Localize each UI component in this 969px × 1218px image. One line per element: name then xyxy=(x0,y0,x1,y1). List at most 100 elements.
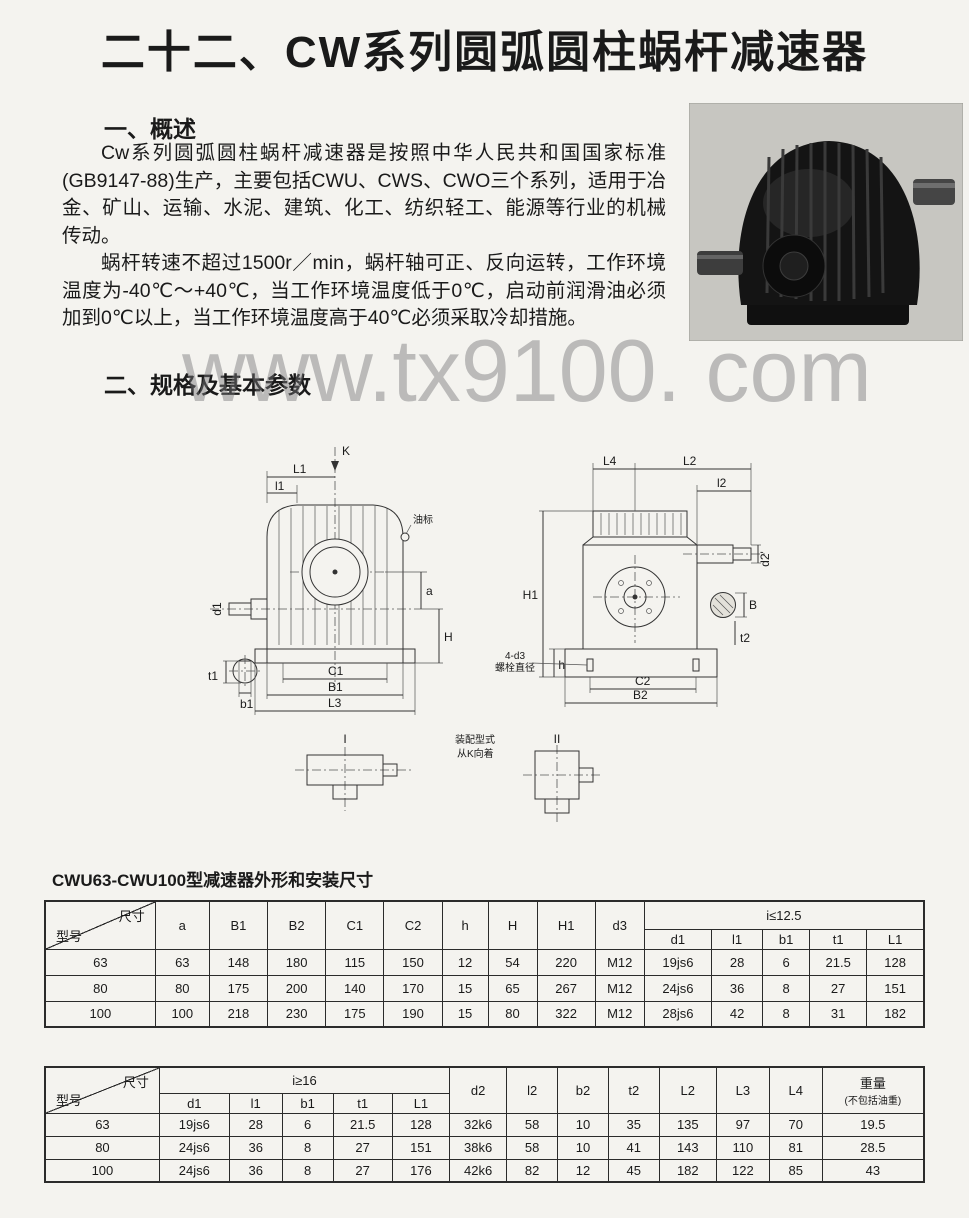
model-cell: 63 xyxy=(44,948,156,976)
weight-label: 重量 xyxy=(859,1076,886,1092)
model-cell: 80 xyxy=(44,974,156,1002)
sub-header-L1: L1 xyxy=(391,1092,451,1114)
view-label-1: I xyxy=(343,732,346,746)
corner-header: 尺寸 型号 xyxy=(44,900,156,950)
col-header-b2: b2 xyxy=(557,1066,609,1114)
dim-label-t1: t1 xyxy=(208,669,218,683)
value-cell: 190 xyxy=(383,1000,443,1028)
value-cell: 151 xyxy=(391,1135,451,1160)
specs-heading: 二、规格及基本参数 xyxy=(104,372,311,398)
sub-header-b1: b1 xyxy=(762,928,811,950)
overview-paragraph-2: 蜗杆转速不超过1500r／min，蜗杆轴可正、反向运转，工作环境温度为-40℃～… xyxy=(62,252,666,329)
value-cell: M12 xyxy=(594,974,645,1002)
value-cell: 115 xyxy=(325,948,385,976)
sub-header-t1: t1 xyxy=(332,1092,393,1114)
col-header-l2: l2 xyxy=(506,1066,559,1114)
dim-label-l2: l2 xyxy=(717,476,727,490)
value-cell: 31 xyxy=(809,1000,868,1028)
dim-label-t2: t2 xyxy=(740,631,750,645)
value-cell: 21.5 xyxy=(332,1112,393,1137)
overview-heading: 一、概述 xyxy=(104,116,196,142)
value-cell: 148 xyxy=(208,948,269,976)
dim-label-L1: L1 xyxy=(293,462,307,476)
dim-label-L3: L3 xyxy=(328,696,342,710)
side-view: d2' l2 L4 L2 H1 h xyxy=(495,454,772,707)
value-cell: 200 xyxy=(267,974,327,1002)
value-cell: 41 xyxy=(607,1135,660,1160)
value-cell: 24js6 xyxy=(158,1158,230,1183)
front-view: K L1 l1 xyxy=(208,444,453,715)
table-caption: CWU63-CWU100型减速器外形和安装尺寸 xyxy=(52,871,374,890)
value-cell: 100 xyxy=(154,1000,210,1028)
value-cell: 12 xyxy=(441,948,489,976)
model-cell: 100 xyxy=(44,1158,160,1183)
value-cell: 54 xyxy=(487,948,538,976)
col-header-d2: d2 xyxy=(449,1066,508,1114)
value-cell: 322 xyxy=(536,1000,596,1028)
value-cell: 35 xyxy=(607,1112,660,1137)
bolt-callout-line2: 螺栓直径 xyxy=(495,661,535,674)
sub-header-l1: l1 xyxy=(711,928,764,950)
technical-drawing: K L1 l1 xyxy=(45,437,925,859)
oil-gauge-label: 油标 xyxy=(413,513,433,526)
value-cell: 128 xyxy=(866,948,925,976)
value-cell: 128 xyxy=(391,1112,451,1137)
value-cell: 175 xyxy=(325,1000,385,1028)
value-cell: 267 xyxy=(536,974,596,1002)
sub-header-d1: d1 xyxy=(158,1092,230,1114)
sub-header-b1: b1 xyxy=(281,1092,334,1114)
product-photo-image xyxy=(688,102,964,342)
value-cell: 65 xyxy=(487,974,538,1002)
value-cell: 8 xyxy=(762,974,811,1002)
assembly-note-line2: 从K向着 xyxy=(457,747,494,760)
corner-label-model: 型号 xyxy=(56,928,83,944)
value-cell: 150 xyxy=(383,948,443,976)
value-cell: 43 xyxy=(821,1158,925,1183)
value-cell: 19js6 xyxy=(643,948,713,976)
dim-label-b1: b1 xyxy=(240,697,254,711)
value-cell: 28js6 xyxy=(643,1000,713,1028)
corner-label-model: 型号 xyxy=(56,1092,83,1108)
dimensions-table-2: 尺寸 型号 i≥16 d2 l2 b2 t2 L2 L3 L4 重量 (不包括油… xyxy=(44,1066,925,1183)
value-cell: 230 xyxy=(267,1000,327,1028)
value-cell: 82 xyxy=(506,1158,559,1183)
corner-header: 尺寸 型号 xyxy=(44,1066,160,1114)
header-row-1: 尺寸 型号 i≥16 d2 l2 b2 t2 L2 L3 L4 重量 (不包括油… xyxy=(44,1066,925,1114)
value-cell: 27 xyxy=(809,974,868,1002)
dim-label-B: B xyxy=(749,598,757,612)
value-cell: M12 xyxy=(594,948,645,976)
value-cell: 122 xyxy=(715,1158,770,1183)
dim-label-B1: B1 xyxy=(328,680,343,694)
col-header-C2: C2 xyxy=(383,900,443,950)
dim-label-C1: C1 xyxy=(328,664,344,678)
col-header-a: a xyxy=(154,900,210,950)
model-cell: 100 xyxy=(44,1000,156,1028)
bolt-callout-line1: 4-d3 xyxy=(505,651,525,662)
value-cell: 45 xyxy=(607,1158,660,1183)
col-group-ratio-high: i≥16 xyxy=(158,1066,451,1094)
view-label-2: II xyxy=(554,732,561,746)
overview-text: Cw系列圆弧圆柱蜗杆减速器是按照中华人民共和国国家标准(GB9147-88)生产… xyxy=(62,140,666,333)
sub-header-t1: t1 xyxy=(809,928,868,950)
value-cell: 140 xyxy=(325,974,385,1002)
col-header-h: h xyxy=(441,900,489,950)
value-cell: 220 xyxy=(536,948,596,976)
assembly-note-line1: 装配型式 xyxy=(455,733,495,746)
col-header-L4: L4 xyxy=(768,1066,823,1114)
value-cell: 19js6 xyxy=(158,1112,230,1137)
col-header-L2: L2 xyxy=(658,1066,717,1114)
col-header-H1: H1 xyxy=(536,900,596,950)
value-cell: 15 xyxy=(441,974,489,1002)
value-cell: 180 xyxy=(267,948,327,976)
value-cell: 85 xyxy=(768,1158,823,1183)
dim-label-L2: L2 xyxy=(683,454,697,468)
value-cell: 6 xyxy=(762,948,811,976)
dim-label-d1: d1 xyxy=(210,602,224,616)
value-cell: 28.5 xyxy=(821,1135,925,1160)
col-header-weight: 重量 (不包括油重) xyxy=(821,1066,925,1114)
value-cell: 63 xyxy=(154,948,210,976)
value-cell: 80 xyxy=(487,1000,538,1028)
